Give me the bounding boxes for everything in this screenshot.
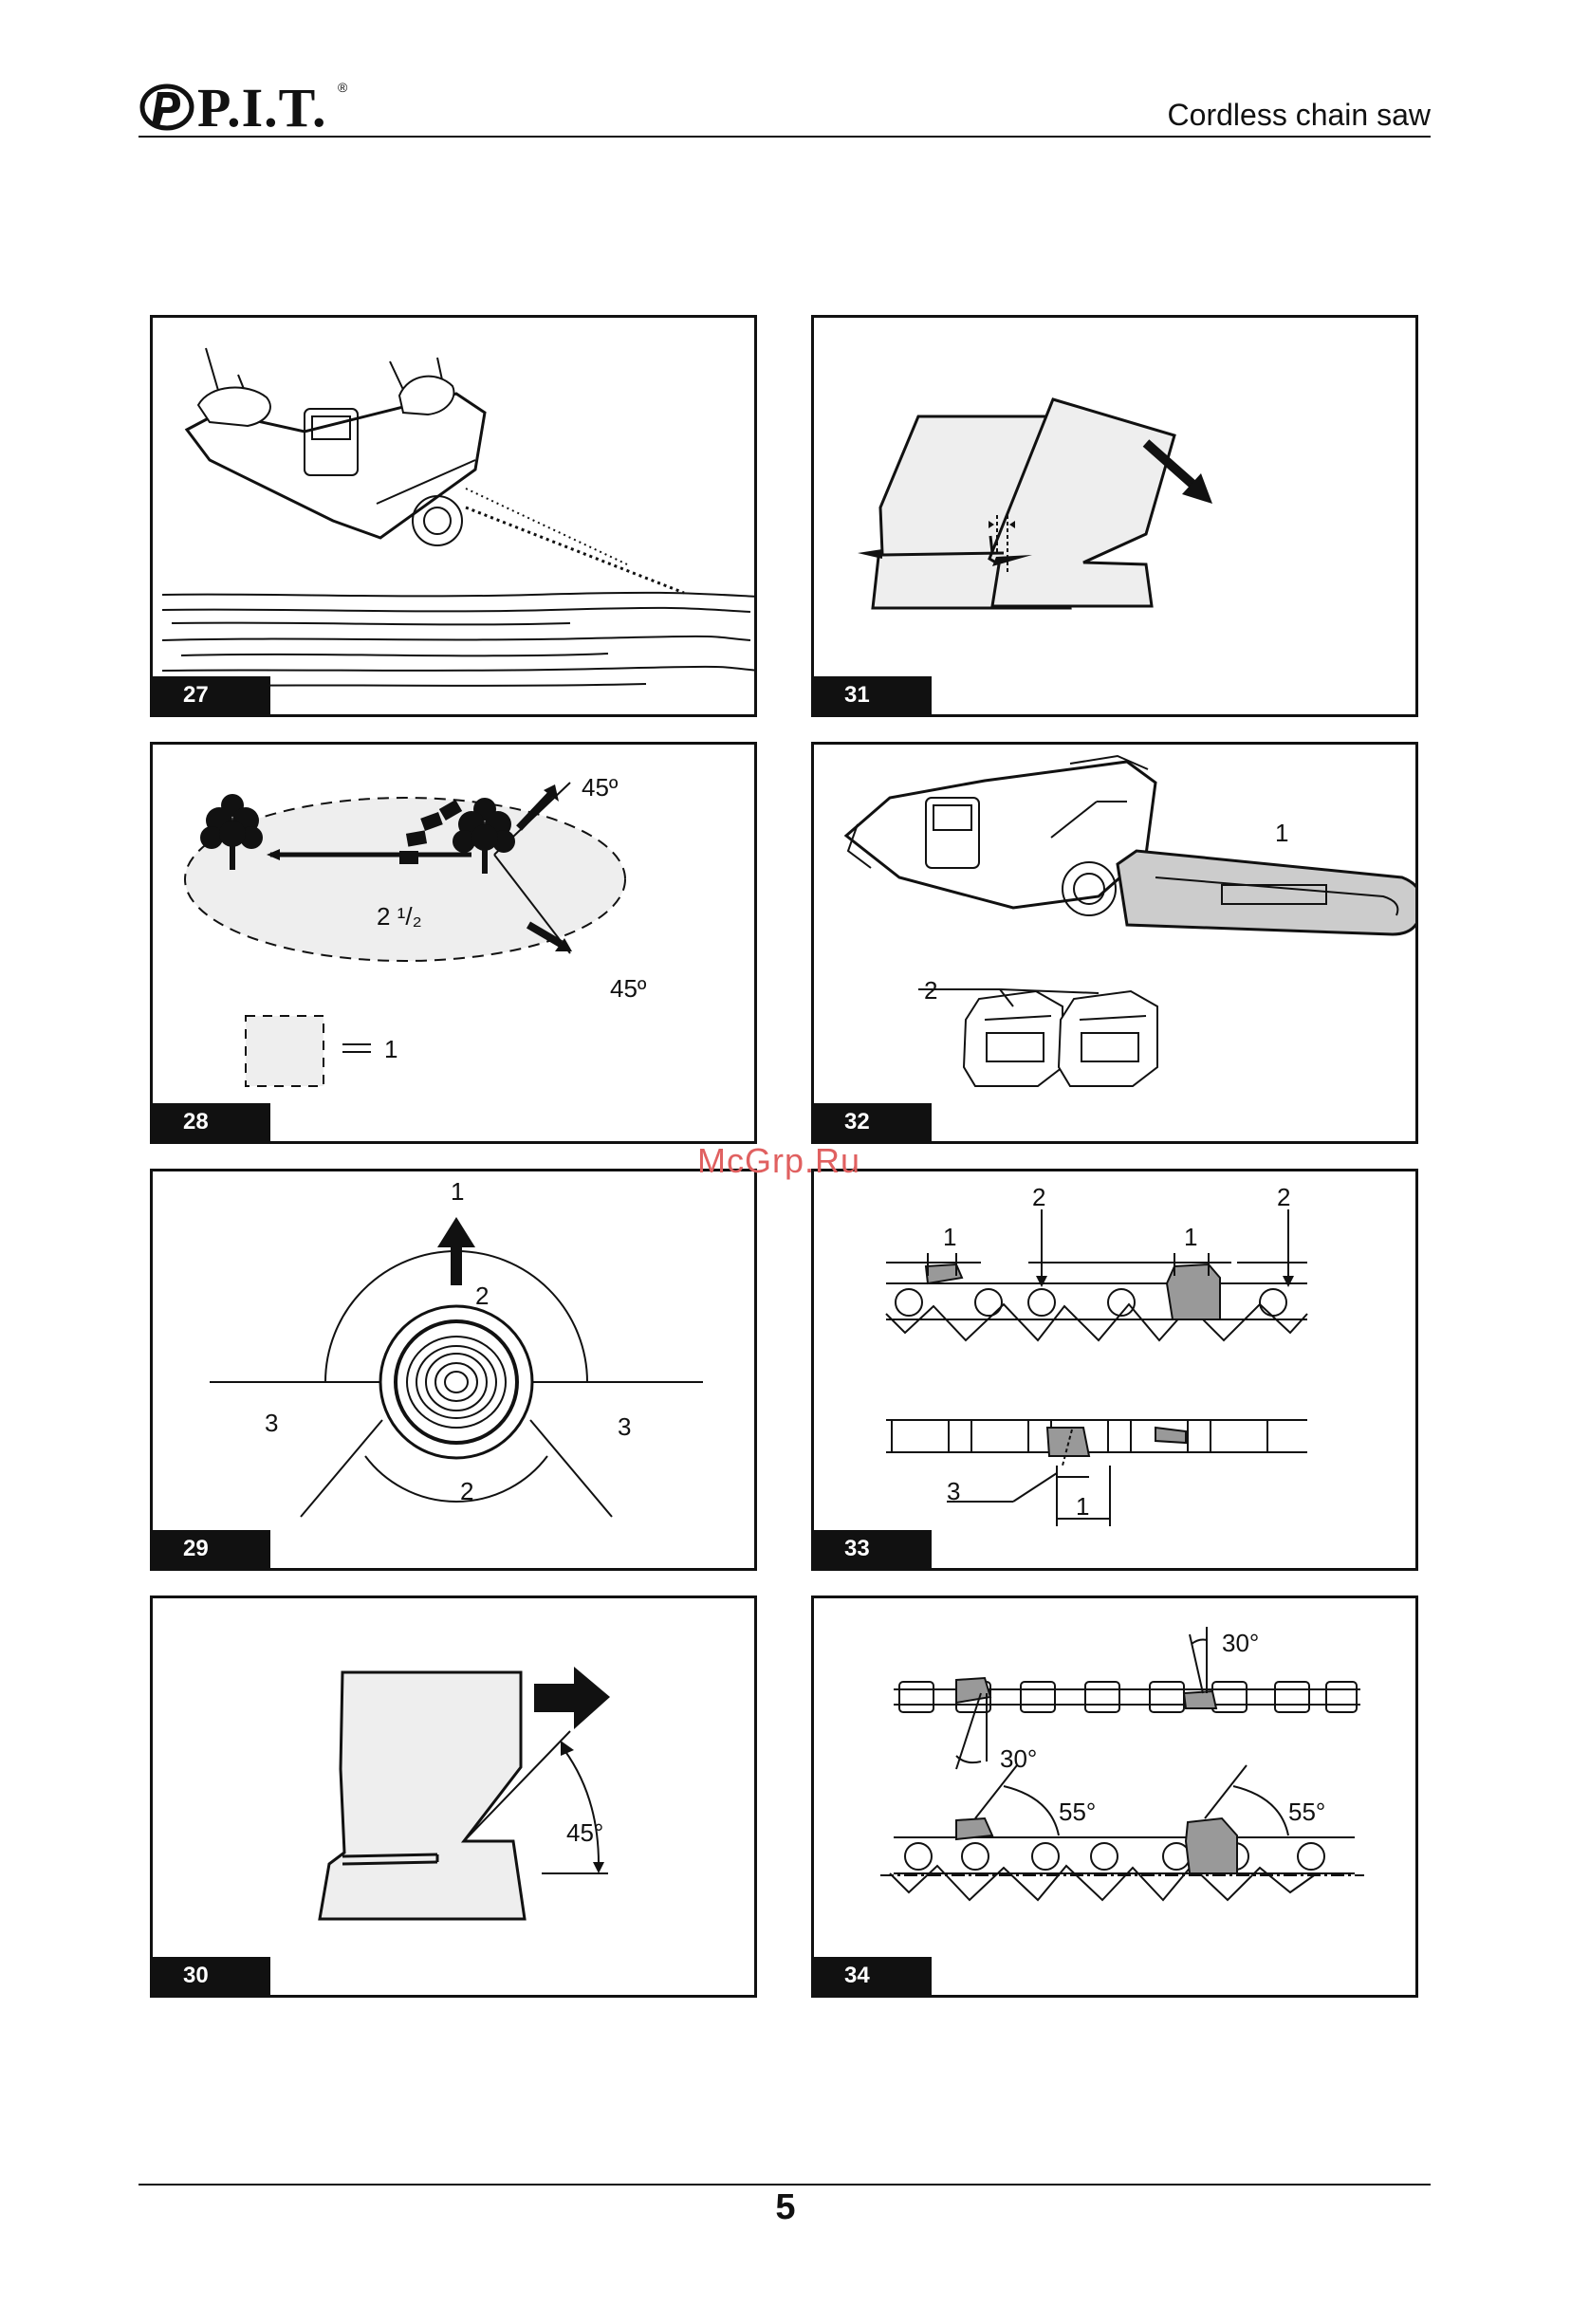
figure-34-number: 34 [814, 1957, 932, 1995]
brand-logo: P.I.T. [139, 76, 357, 138]
figure-29-illustration: 1 2 3 3 2 [153, 1171, 757, 1571]
document-title: Cordless chain saw [1168, 98, 1431, 133]
brand-logo-icon [139, 81, 195, 134]
figure-28-callout-distance: 2 ¹/₂ [377, 902, 422, 931]
figure-29-callout-zone-right: 3 [618, 1412, 631, 1441]
figure-32-callout-batteries: 2 [924, 976, 937, 1005]
figure-27-number: 27 [153, 676, 270, 714]
figure-33-illustration: 1 2 1 2 3 1 [814, 1171, 1418, 1571]
brand-name: P.I.T. [197, 76, 327, 139]
figure-33-callout-2b: 2 [1277, 1183, 1290, 1211]
figure-33-callout-1b: 1 [1184, 1223, 1197, 1251]
figure-28-callout-45-top: 45º [582, 773, 619, 802]
figure-30-illustration: 45° [153, 1598, 757, 1998]
figure-29-callout-zone-left: 3 [265, 1409, 278, 1437]
figure-33-callout-2a: 2 [1032, 1183, 1045, 1211]
figure-29-callout-zone-bottom: 2 [460, 1477, 473, 1505]
figure-34: 30° 30° 55° 55° 34 [811, 1595, 1418, 1998]
figure-32-illustration: 1 2 [814, 745, 1418, 1144]
figure-27-illustration [153, 318, 757, 717]
figure-27: 27 [150, 315, 757, 717]
figure-34-callout-30-bottom: 30° [1000, 1744, 1037, 1773]
figure-31-illustration [814, 318, 1418, 717]
figure-28-number: 28 [153, 1103, 270, 1141]
figure-31-number: 31 [814, 676, 932, 714]
figure-29-callout-zone-top: 2 [475, 1282, 489, 1310]
figure-31: 31 [811, 315, 1418, 717]
figure-33: 1 2 1 2 3 1 33 [811, 1169, 1418, 1571]
figure-30-number: 30 [153, 1957, 270, 1995]
figure-30: 45° 30 [150, 1595, 757, 1998]
figure-29-number: 29 [153, 1530, 270, 1568]
watermark-text: McGrp.Ru [697, 1141, 860, 1181]
figure-33-callout-1a: 1 [943, 1223, 956, 1251]
registered-mark: ® [338, 80, 347, 95]
figure-34-callout-55-right: 55° [1288, 1798, 1325, 1826]
figure-30-callout-angle: 45° [566, 1818, 603, 1847]
figure-28-illustration: 45º 45º 2 ¹/₂ 1 [153, 745, 757, 1144]
figure-28-callout-45-bottom: 45º [610, 974, 647, 1003]
figure-32: 1 2 32 [811, 742, 1418, 1144]
page-number: 5 [0, 2187, 1571, 2228]
figure-32-number: 32 [814, 1103, 932, 1141]
figure-32-callout-bar: 1 [1275, 819, 1288, 847]
figure-28: 45º 45º 2 ¹/₂ 1 28 [150, 742, 757, 1144]
figure-29-callout-direction: 1 [451, 1177, 464, 1206]
figure-33-callout-3: 3 [947, 1477, 960, 1505]
header-rule [139, 136, 1431, 138]
figure-34-callout-55-left: 55° [1059, 1798, 1096, 1826]
figure-29: 1 2 3 3 2 29 [150, 1169, 757, 1571]
figure-34-illustration: 30° 30° 55° 55° [814, 1598, 1418, 1998]
footer-rule [139, 2184, 1431, 2186]
figure-33-callout-1c: 1 [1076, 1492, 1089, 1521]
figure-28-callout-legend: 1 [384, 1035, 397, 1063]
figure-33-number: 33 [814, 1530, 932, 1568]
figure-34-callout-30-top: 30° [1222, 1629, 1259, 1657]
